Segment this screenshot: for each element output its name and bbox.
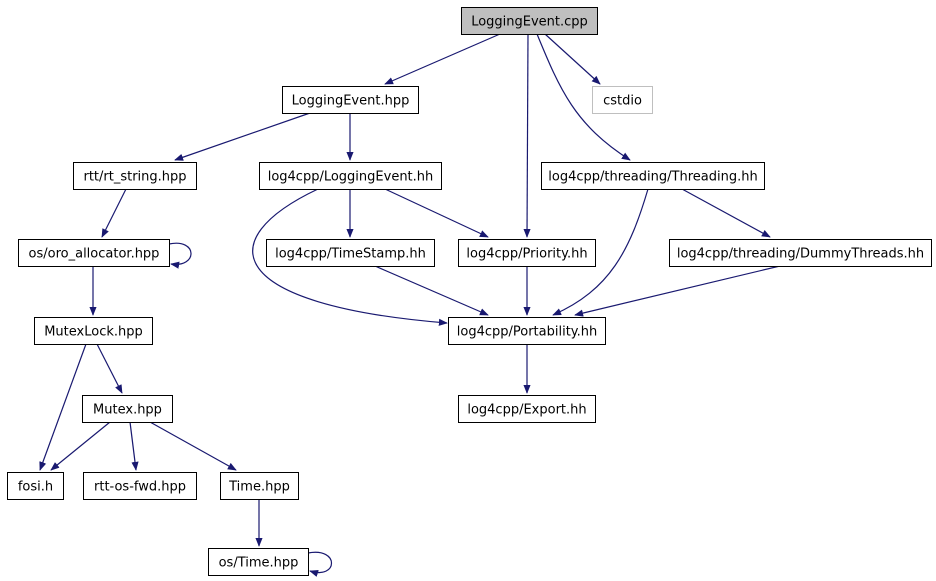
- node-fosi-h[interactable]: fosi.h: [7, 472, 64, 500]
- edge-log4cpp-threading-threading-hh-to-log4cpp-portability-hh: [552, 188, 649, 316]
- node-label: os/oro_allocator.hpp: [29, 247, 160, 262]
- node-label: rtt-os-fwd.hpp: [94, 480, 186, 495]
- node-log4cpp-threading-dummythreads-hh[interactable]: log4cpp/threading/DummyThreads.hh: [669, 239, 932, 267]
- node-label: cstdio: [603, 94, 642, 109]
- node-label: LoggingEvent.cpp: [471, 15, 588, 30]
- node-rtt-rt-string-hpp[interactable]: rtt/rt_string.hpp: [73, 162, 197, 190]
- edge-loggingevent-cpp-to-log4cpp-threading-threading-hh: [536, 33, 631, 161]
- node-box: [259, 162, 442, 190]
- node-label: os/Time.hpp: [219, 556, 299, 571]
- node-label: log4cpp/Portability.hh: [457, 325, 598, 340]
- edge-loggingevent-cpp-to-loggingevent-hpp: [384, 33, 501, 85]
- node-box: [592, 86, 653, 114]
- edge-loggingevent-cpp-to-log4cpp-priority-hh: [523, 33, 531, 238]
- edge-loggingevent-cpp-to-cstdio: [544, 33, 601, 85]
- edge-log4cpp-threading-dummythreads-hh-to-log4cpp-portability-hh: [574, 265, 781, 317]
- node-label: rtt/rt_string.hpp: [83, 170, 186, 185]
- node-log4cpp-loggingevent-hh[interactable]: log4cpp/LoggingEvent.hh: [259, 162, 442, 190]
- node-log4cpp-threading-threading-hh[interactable]: log4cpp/threading/Threading.hh: [541, 162, 765, 190]
- edge-mutexlock-hpp-to-mutex-hpp: [96, 343, 123, 394]
- edge-log4cpp-loggingevent-hh-to-log4cpp-priority-hh: [384, 188, 489, 238]
- node-box: [82, 395, 173, 423]
- node-box: [282, 86, 419, 114]
- node-box: [458, 395, 596, 423]
- node-mutex-hpp[interactable]: Mutex.hpp: [82, 395, 173, 423]
- node-label: fosi.h: [18, 480, 53, 495]
- edge-os-oro-allocator-hpp-to-os-oro-allocator-hpp: [168, 242, 192, 269]
- node-box: [83, 472, 197, 500]
- node-box: [208, 548, 309, 576]
- node-os-time-hpp[interactable]: os/Time.hpp: [208, 548, 309, 576]
- node-mutexlock-hpp[interactable]: MutexLock.hpp: [34, 317, 153, 345]
- node-os-oro-allocator-hpp[interactable]: os/oro_allocator.hpp: [18, 239, 170, 267]
- edge-mutexlock-hpp-to-fosi-h: [39, 343, 87, 471]
- edge-rtt-rt-string-hpp-to-os-oro-allocator-hpp: [101, 188, 127, 238]
- node-log4cpp-export-hh[interactable]: log4cpp/Export.hh: [458, 395, 596, 423]
- edge-os-time-hpp-to-os-time-hpp: [307, 551, 333, 577]
- node-label: Mutex.hpp: [93, 403, 162, 418]
- node-box: [541, 162, 765, 190]
- node-box: [448, 317, 606, 345]
- node-box: [18, 239, 170, 267]
- node-label: log4cpp/TimeStamp.hh: [275, 247, 426, 262]
- node-loggingevent-hpp[interactable]: LoggingEvent.hpp: [282, 86, 419, 114]
- node-label: log4cpp/LoggingEvent.hh: [268, 170, 434, 185]
- node-box: [34, 317, 153, 345]
- node-log4cpp-priority-hh[interactable]: log4cpp/Priority.hh: [458, 239, 596, 267]
- node-box: [458, 239, 596, 267]
- node-label: MutexLock.hpp: [44, 325, 143, 340]
- edge-mutex-hpp-to-time-hpp: [149, 421, 237, 471]
- node-label: Time.hpp: [228, 480, 290, 495]
- node-label: log4cpp/threading/DummyThreads.hh: [677, 247, 924, 262]
- node-label: log4cpp/Export.hh: [467, 403, 586, 418]
- edge-log4cpp-loggingevent-hh-to-log4cpp-portability-hh: [252, 188, 448, 326]
- node-box: [461, 7, 598, 35]
- node-box: [669, 239, 932, 267]
- node-log4cpp-portability-hh[interactable]: log4cpp/Portability.hh: [448, 317, 606, 345]
- node-box: [220, 472, 299, 500]
- edge-mutex-hpp-to-fosi-h: [50, 421, 111, 471]
- edge-loggingevent-hpp-to-rtt-rt-string-hpp: [174, 112, 311, 161]
- node-time-hpp[interactable]: Time.hpp: [220, 472, 299, 500]
- node-rtt-os-fwd-hpp[interactable]: rtt-os-fwd.hpp: [83, 472, 197, 500]
- node-box: [7, 472, 64, 500]
- node-label: log4cpp/threading/Threading.hh: [548, 170, 757, 185]
- node-label: log4cpp/Priority.hh: [466, 247, 587, 262]
- node-loggingevent-cpp[interactable]: LoggingEvent.cpp: [461, 7, 598, 35]
- node-box: [266, 239, 435, 267]
- edge-mutex-hpp-to-rtt-os-fwd-hpp: [129, 421, 139, 471]
- edge-log4cpp-timestamp-hh-to-log4cpp-portability-hh: [374, 265, 489, 316]
- node-cstdio[interactable]: cstdio: [592, 86, 653, 114]
- node-box: [73, 162, 197, 190]
- edge-log4cpp-threading-threading-hh-to-log4cpp-threading-dummythreads-hh: [681, 188, 771, 238]
- node-log4cpp-timestamp-hh[interactable]: log4cpp/TimeStamp.hh: [266, 239, 435, 267]
- node-label: LoggingEvent.hpp: [292, 94, 410, 109]
